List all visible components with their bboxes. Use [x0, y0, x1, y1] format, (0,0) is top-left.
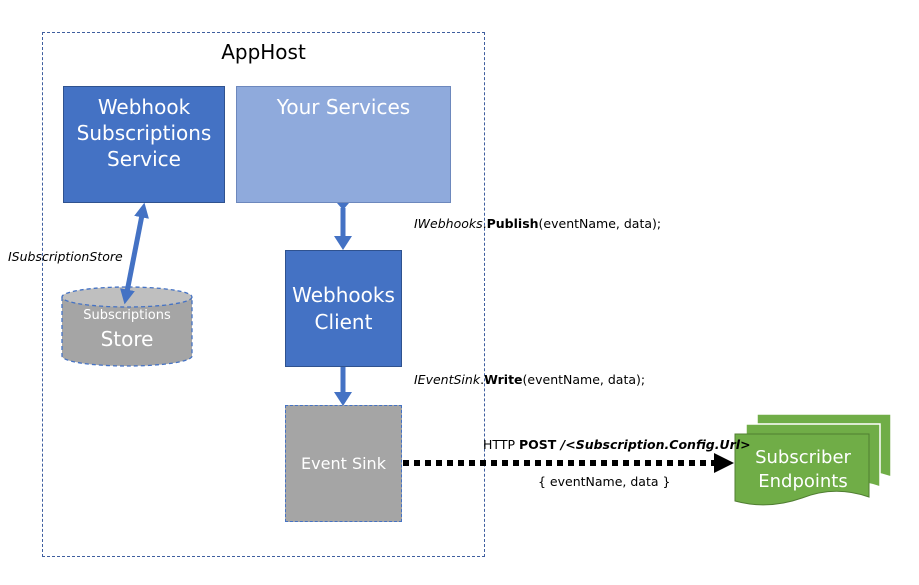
write-call-method: Write: [484, 372, 523, 387]
apphost-container: [42, 32, 485, 557]
subscription-store-interface-label: ISubscriptionStore: [8, 249, 123, 264]
http-prefix: HTTP: [483, 437, 519, 452]
subscriber-endpoints-shape: [734, 413, 892, 506]
publish-call-interface: IWebhooks: [414, 216, 483, 231]
http-verb: POST: [518, 437, 557, 452]
webhook-subscriptions-service-box: Webhook Subscriptions Service: [63, 86, 225, 203]
http-payload-label: { eventName, data }: [538, 474, 671, 489]
publish-call-label: IWebhooks.Publish(eventName, data);: [414, 216, 661, 231]
subscriptions-store-line1: Subscriptions: [83, 308, 171, 323]
http-post-label: HTTP POST /<Subscription.Config.Url>: [483, 437, 751, 452]
your-services-label: Your Services: [276, 95, 411, 119]
subscriber-endpoints-line2: Endpoints: [758, 471, 848, 492]
publish-call-sep: .: [482, 216, 487, 231]
webhooks-client-line2: Client: [314, 309, 373, 334]
event-sink-label: Event Sink: [301, 454, 386, 473]
apphost-title: AppHost: [221, 40, 306, 64]
subscriptions-store-line2: Store: [100, 327, 154, 351]
write-call-sep: .: [480, 372, 485, 387]
http-post-arrow: [403, 453, 734, 473]
webhook-service-line1: Webhook: [97, 95, 191, 119]
write-call-args: (eventName, data);: [522, 372, 646, 387]
publish-call-method: Publish: [486, 216, 539, 231]
store-link-arrow: [120, 202, 149, 305]
webhooks-client-line1: Webhooks: [292, 282, 395, 307]
subscriptions-store-label: Subscriptions Store: [62, 307, 192, 353]
webhooks-client-box: Webhooks Client: [285, 250, 402, 367]
subscriber-endpoints-line1: Subscriber: [755, 447, 851, 468]
publish-arrow: [334, 196, 352, 250]
write-call-label: IEventSink.Write(eventName, data);: [414, 372, 645, 387]
event-sink-box: Event Sink: [285, 405, 402, 522]
http-path: /<Subscription.Config.Url>: [556, 437, 751, 452]
subscriber-endpoints-label: Subscriber Endpoints: [737, 446, 869, 494]
write-call-interface: IEventSink: [414, 372, 481, 387]
webhook-service-line3: Service: [107, 147, 181, 171]
your-services-box: Your Services: [236, 86, 451, 203]
publish-call-args: (eventName, data);: [538, 216, 662, 231]
webhook-service-line2: Subscriptions: [76, 121, 212, 145]
write-arrow: [334, 367, 352, 406]
